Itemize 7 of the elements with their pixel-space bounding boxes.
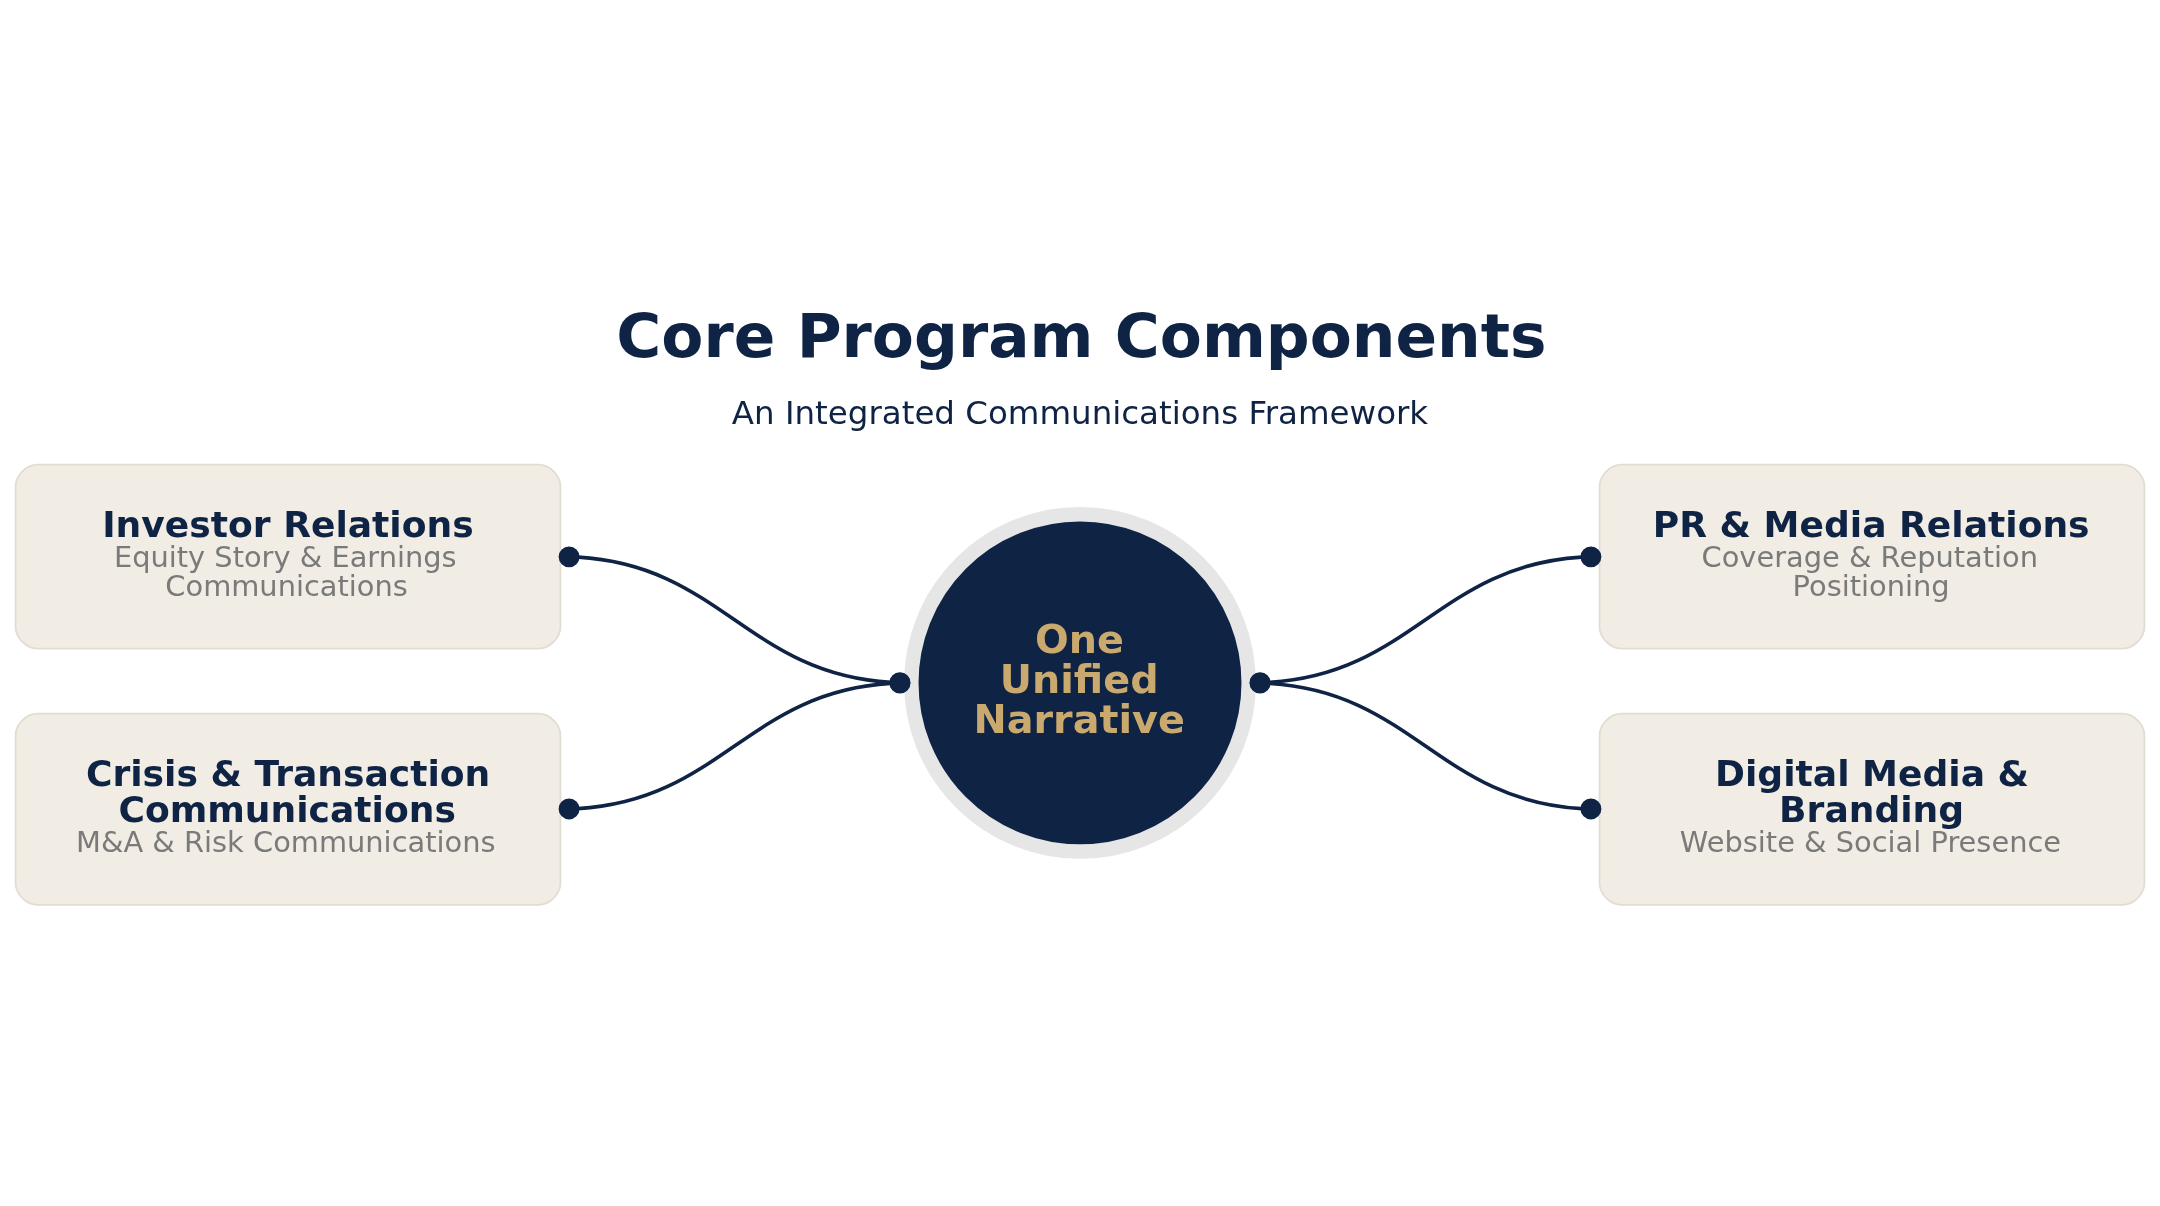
node-box: Investor Relations Equity Story & Earnings Communications [14,463,562,649]
label: An Integrated Communications Framework [731,393,1429,432]
node-box: Digital Media & Branding Website & Social Presence [1598,712,2146,906]
diagram-title: Core Program Components [616,299,1547,371]
node-circle: One Unified Narrative [904,506,1256,859]
node-box: PR & Media Relations Coverage & Reputation Positioning [1598,463,2146,649]
node-box: Crisis & Transaction Communications M&A & Risk Communications [14,712,562,906]
